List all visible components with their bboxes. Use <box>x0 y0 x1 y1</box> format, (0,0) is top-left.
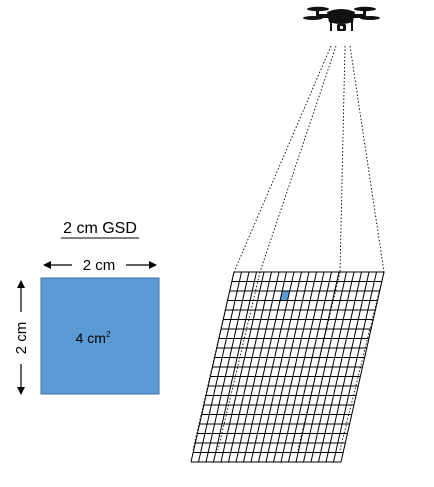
projection-line <box>339 271 385 451</box>
height-label: 2 cm <box>13 322 30 355</box>
quadcopter-drone-icon <box>303 6 380 31</box>
ground-pixel-square <box>40 277 160 395</box>
projection-line <box>217 271 261 451</box>
projection-line <box>349 45 385 273</box>
area-label: 4 cm2 <box>76 330 111 346</box>
gsd-title: 2 cm GSD <box>63 220 137 237</box>
projection-line <box>339 45 346 273</box>
highlighted-pixel-cell <box>280 291 290 301</box>
width-label: 2 cm <box>83 257 116 274</box>
projection-line <box>233 45 332 273</box>
projection-line <box>259 45 337 273</box>
camera-projection-lines <box>192 45 385 451</box>
ground-pixel-grid <box>190 271 385 463</box>
